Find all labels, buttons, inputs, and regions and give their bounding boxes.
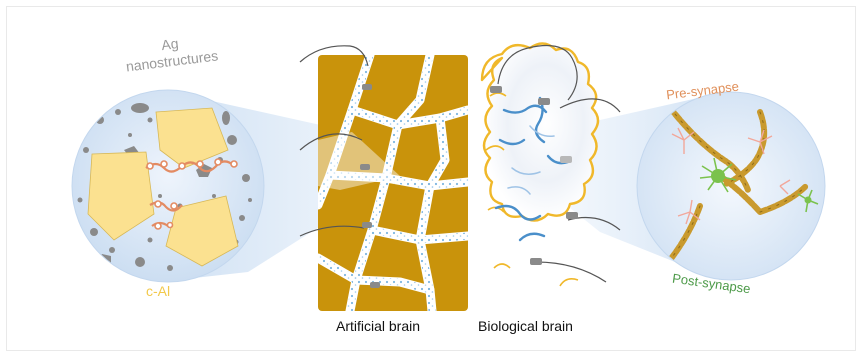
artificial-brain-tile (300, 46, 468, 311)
ag-nanostructure-circle (72, 90, 264, 282)
synapse-circle (637, 92, 825, 280)
c-al-label: c-Al (146, 283, 170, 299)
biological-brain-label: Biological brain (478, 318, 573, 334)
artificial-brain-label: Artificial brain (336, 318, 420, 334)
